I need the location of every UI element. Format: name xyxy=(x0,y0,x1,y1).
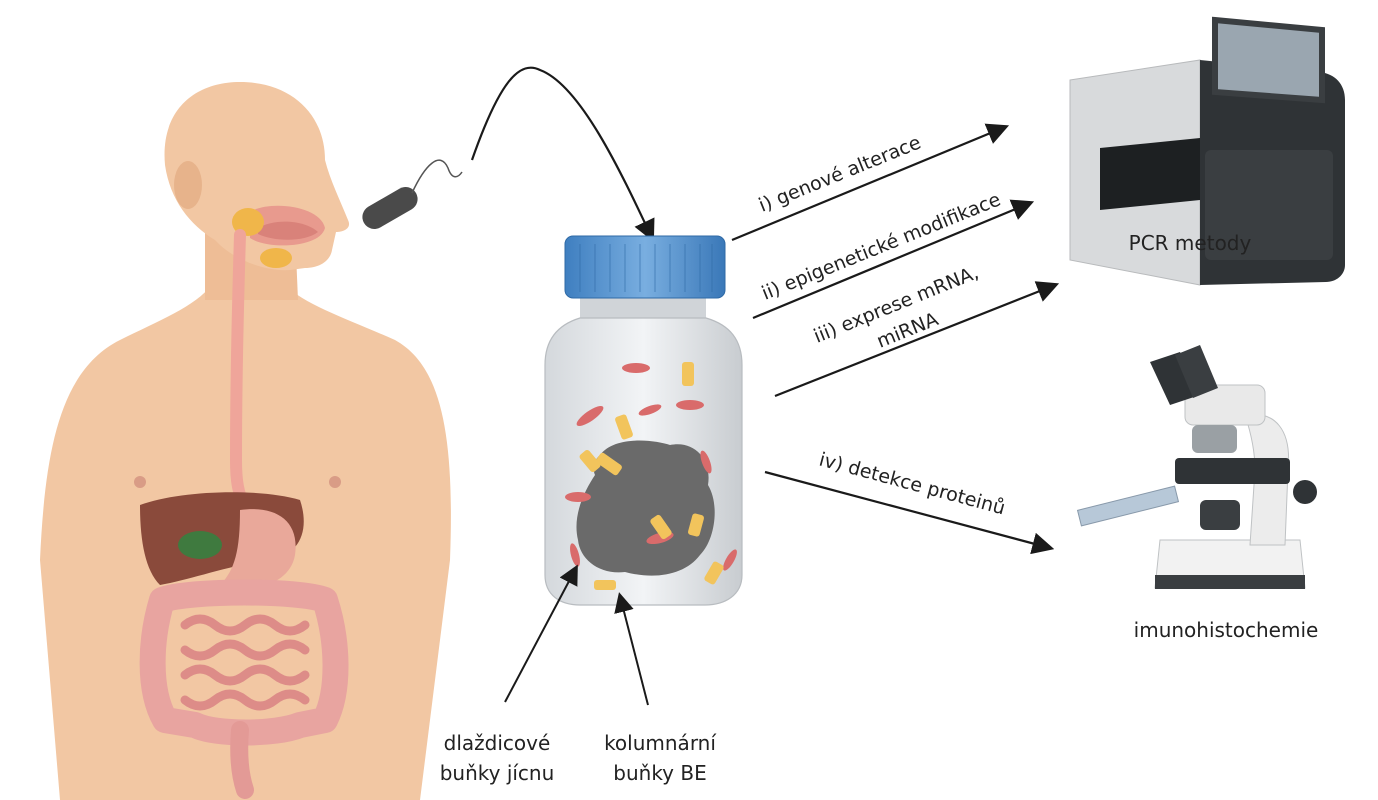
jar-lid-ridges xyxy=(579,244,713,292)
microscope-eyepiece xyxy=(1150,352,1200,405)
jar-lid xyxy=(564,235,726,299)
nipple xyxy=(134,476,146,488)
pcr-screen xyxy=(1212,16,1325,104)
pcr-machine xyxy=(1069,16,1345,286)
arrow-columnar-label xyxy=(614,592,649,706)
capsule-body xyxy=(362,187,418,229)
label-genetic-alterations: i) genové alterace xyxy=(756,132,924,217)
tissue-sample xyxy=(576,440,715,576)
small-intestine xyxy=(180,614,310,711)
stomach xyxy=(220,509,296,589)
gallbladder xyxy=(178,531,222,559)
arrow-genetic-alterations xyxy=(731,123,1010,242)
label-pcr-methods: PCR metody xyxy=(1129,231,1252,255)
arrow-expression xyxy=(774,281,1060,398)
label-protein-detection: iv) detekce proteinů xyxy=(817,449,1008,520)
pcr-lid xyxy=(1100,138,1200,210)
arrow-protein-detection xyxy=(764,470,1055,555)
rectum xyxy=(230,721,254,799)
large-intestine xyxy=(139,579,349,746)
arrow-squamous-label xyxy=(504,564,578,703)
microscope xyxy=(1076,345,1317,589)
esophagus xyxy=(229,229,251,511)
specimen-jar-with-cells xyxy=(544,235,743,606)
microscope-objectives xyxy=(1192,425,1237,453)
tongue xyxy=(258,221,318,240)
microscope-light xyxy=(1200,500,1240,530)
label-squamous-line2: buňky jícnu xyxy=(440,761,555,785)
columnar-cells xyxy=(579,362,724,590)
microscope-base-front xyxy=(1155,575,1305,589)
microscope-eyepiece xyxy=(1175,345,1218,398)
label-immunohistochemistry: imunohistochemie xyxy=(1134,618,1319,642)
pcr-front-panel xyxy=(1205,150,1333,260)
microscope-stage xyxy=(1175,458,1290,484)
nipple xyxy=(329,476,341,488)
label-columnar-line1: kolumnární xyxy=(604,731,717,755)
sponge-capsule-on-string xyxy=(362,159,463,229)
label-columnar-line2: buňky BE xyxy=(613,761,706,785)
salivary-gland xyxy=(260,248,292,268)
arrow-capsule-to-jar xyxy=(470,66,655,242)
jar-neck xyxy=(580,296,706,318)
label-squamous-line1: dlaždicové xyxy=(444,731,551,755)
ear xyxy=(174,161,202,209)
arrow-epigenetic-modifications xyxy=(752,199,1035,320)
microscope-knob xyxy=(1293,480,1317,504)
microscope-slide xyxy=(1076,485,1180,527)
human-digestive-system-illustration xyxy=(40,82,451,800)
squamous-cells xyxy=(565,363,737,571)
capsule-string xyxy=(411,159,463,194)
